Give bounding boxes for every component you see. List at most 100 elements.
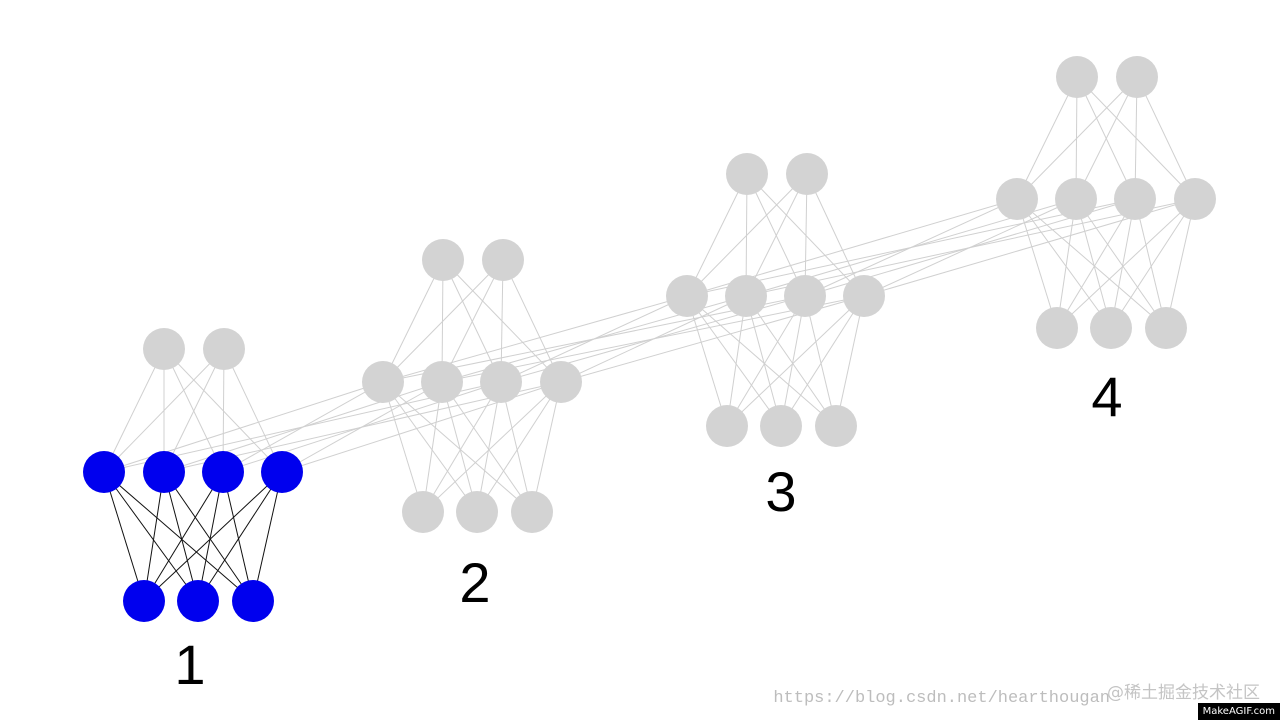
node-module-3-bottom (706, 405, 748, 447)
node-module-1-bottom (232, 580, 274, 622)
mid-bottom-edge (1110, 198, 1196, 329)
node-module-4-mid (996, 178, 1038, 220)
top-mid-edge (1016, 76, 1138, 200)
mid-bottom-edge (804, 295, 837, 427)
mid-bottom-edge (382, 381, 533, 513)
mid-bottom-edge (1056, 198, 1136, 329)
mid-bottom-edge (143, 471, 165, 602)
mid-bottom-edge (422, 381, 562, 513)
module-label-2: 2 (459, 551, 490, 614)
makeagif-badge: MakeAGIF.com (1197, 703, 1280, 720)
mid-bottom-edge (1056, 198, 1077, 329)
mid-bottom-edge (726, 295, 865, 427)
node-module-1-bottom (177, 580, 219, 622)
node-module-2-bottom (402, 491, 444, 533)
node-module-2-mid (540, 361, 582, 403)
mid-bottom-edge (726, 295, 747, 427)
node-module-4-mid (1174, 178, 1216, 220)
mid-bottom-edge (476, 381, 502, 513)
watermark-url: https://blog.csdn.net/hearthougan (773, 689, 1110, 708)
node-module-3-mid (843, 275, 885, 317)
inter-module-edge (222, 381, 384, 473)
node-module-4-top (1116, 56, 1158, 98)
top-mid-edge (745, 173, 808, 297)
node-module-1-top (203, 328, 245, 370)
node-module-2-bottom (456, 491, 498, 533)
node-module-3-top (786, 153, 828, 195)
mid-bottom-edge (726, 295, 806, 427)
inter-module-edge (103, 381, 384, 473)
mid-bottom-edge (197, 471, 283, 602)
node-module-1-mid (143, 451, 185, 493)
mid-bottom-edge (103, 471, 145, 602)
node-module-3-mid (666, 275, 708, 317)
mid-bottom-edge (382, 381, 424, 513)
node-module-2-mid (421, 361, 463, 403)
mid-bottom-edge (163, 471, 254, 602)
mid-bottom-edge (686, 295, 728, 427)
top-mid-edge (1016, 76, 1078, 200)
node-module-4-bottom (1036, 307, 1078, 349)
mid-bottom-edge (1134, 198, 1167, 329)
mid-bottom-edge (476, 381, 562, 513)
mid-bottom-edge (531, 381, 562, 513)
node-module-1-mid (261, 451, 303, 493)
top-mid-edge (502, 259, 562, 383)
node-module-4-bottom (1145, 307, 1187, 349)
mid-bottom-edge (422, 381, 443, 513)
top-mid-edge (806, 173, 865, 297)
mid-bottom-edge (441, 381, 533, 513)
node-module-3-mid (725, 275, 767, 317)
mid-bottom-edge (441, 381, 478, 513)
mid-bottom-edge (745, 295, 782, 427)
mid-bottom-edge (103, 471, 254, 602)
node-module-2-bottom (511, 491, 553, 533)
mid-bottom-edge (422, 381, 502, 513)
mid-bottom-edge (143, 471, 283, 602)
node-module-1-top (143, 328, 185, 370)
mid-bottom-edge (143, 471, 224, 602)
node-module-2-top (482, 239, 524, 281)
inter-module-edge (863, 198, 1077, 297)
mid-bottom-edge (835, 295, 865, 427)
module-label-4: 4 (1091, 365, 1122, 428)
top-mid-edge (441, 259, 504, 383)
mid-bottom-edge (1056, 198, 1196, 329)
mid-bottom-edge (780, 295, 865, 427)
mid-bottom-edge (1016, 198, 1112, 329)
top-mid-edge (223, 348, 283, 473)
mid-bottom-edge (500, 381, 533, 513)
module-label-3: 3 (765, 460, 796, 523)
top-mid-edge (103, 348, 225, 473)
node-module-4-mid (1055, 178, 1097, 220)
mid-bottom-edge (1075, 198, 1112, 329)
watermark-site-text: @稀土掘金技术社区 (1107, 683, 1260, 703)
node-module-3-mid (784, 275, 826, 317)
top-mid-edge (686, 173, 748, 297)
top-mid-edge (163, 348, 225, 473)
node-module-3-bottom (815, 405, 857, 447)
node-module-4-mid (1114, 178, 1156, 220)
node-module-4-bottom (1090, 307, 1132, 349)
mid-bottom-edge (382, 381, 478, 513)
mid-bottom-edge (1016, 198, 1058, 329)
node-module-3-top (726, 153, 768, 195)
watermark-site: @稀土掘金技术社区 (1107, 678, 1260, 704)
nodes-layer (83, 56, 1216, 622)
mid-bottom-edge (1165, 198, 1196, 329)
mid-bottom-edge (1110, 198, 1136, 329)
inter-module-edge (560, 295, 747, 383)
watermark: https://blog.csdn.net/hearthougan (773, 689, 1110, 708)
top-mid-edge (1075, 76, 1138, 200)
node-module-1-bottom (123, 580, 165, 622)
node-module-3-bottom (760, 405, 802, 447)
top-mid-edge (103, 348, 165, 473)
mid-bottom-edge (103, 471, 199, 602)
inter-module-edge (500, 295, 688, 383)
top-mid-edge (382, 259, 504, 383)
inter-module-edge (804, 198, 1018, 297)
node-module-2-mid (480, 361, 522, 403)
node-module-2-top (422, 239, 464, 281)
mid-bottom-edge (252, 471, 283, 602)
node-module-2-mid (362, 361, 404, 403)
